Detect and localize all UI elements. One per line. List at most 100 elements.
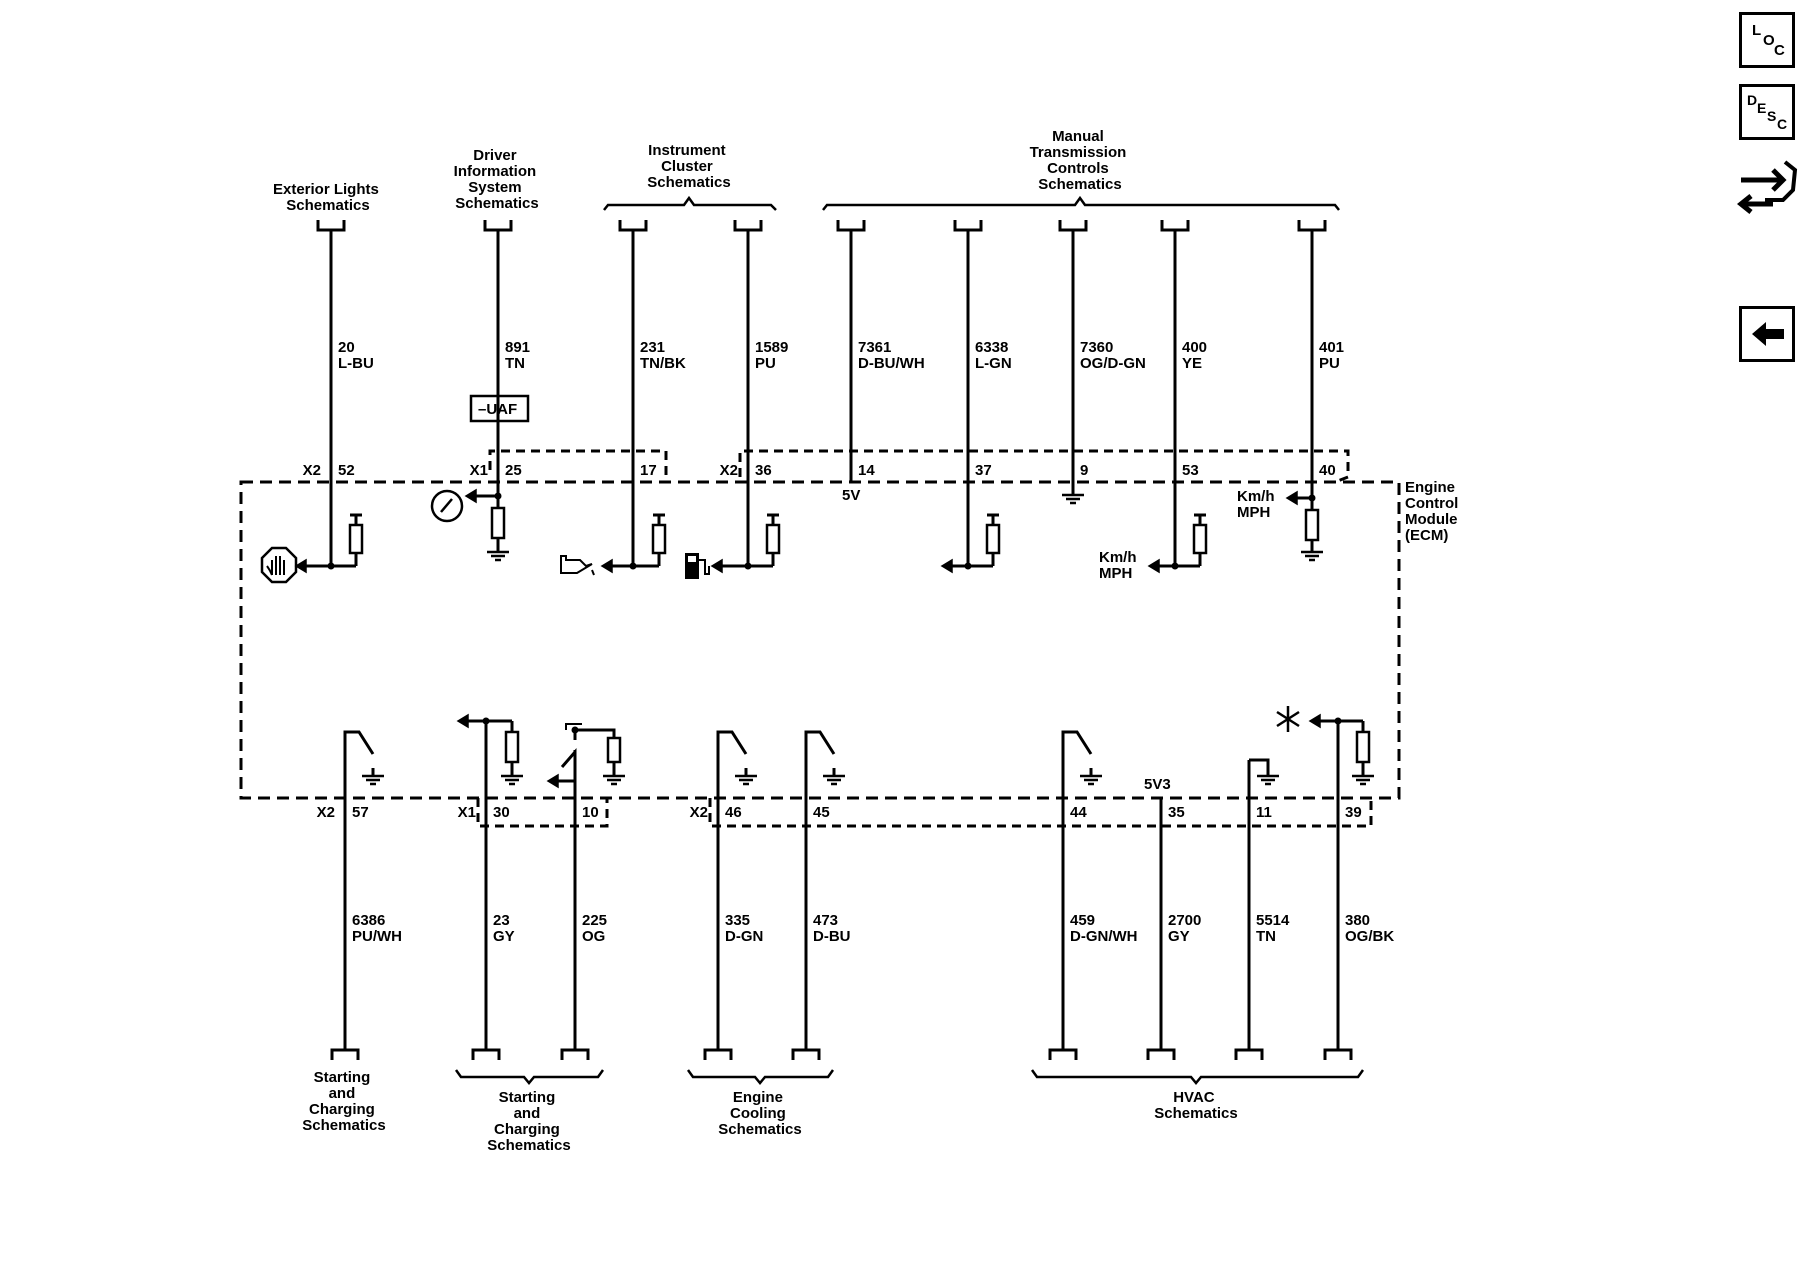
wire-circuit-number: 231 <box>640 339 665 356</box>
loc-button[interactable]: L O C <box>1739 12 1795 68</box>
wire-harness-connector <box>1234 1048 1264 1060</box>
splice-dot <box>744 562 752 570</box>
destination-bottom-label: Engine Cooling Schematics <box>718 1089 801 1138</box>
connector-pin-number: 14 <box>858 462 875 479</box>
destination-bottom-label: Starting and Charging Schematics <box>487 1089 570 1154</box>
wire-color-code: PU <box>755 355 776 372</box>
destination-top-label: Manual Transmission Controls Schematics <box>1030 128 1131 193</box>
wire-internal <box>575 728 616 738</box>
signal-arrow <box>600 558 613 574</box>
ground-symbol <box>1257 774 1279 786</box>
switch-contact <box>560 747 577 768</box>
wire-color-code: TN <box>1256 928 1276 945</box>
wire-color-code: GY <box>1168 928 1190 945</box>
destination-top-label: Driver Information System Schematics <box>454 147 541 212</box>
ground-symbol <box>487 550 509 562</box>
wire-harness-connector <box>1146 1048 1176 1060</box>
ground-symbol <box>1352 774 1374 786</box>
snowflake-icon <box>1276 706 1300 732</box>
gauge-icon <box>430 489 464 523</box>
destination-bottom-label: Starting and Charging Schematics <box>302 1069 385 1134</box>
desc-button[interactable]: D E S C <box>1739 84 1795 140</box>
wire-circuit-number: 6386 <box>352 912 385 929</box>
destination-top-label: Instrument Cluster Schematics <box>647 142 730 191</box>
fuel-pump-icon <box>685 553 710 579</box>
connector-x2-top-box <box>738 449 1350 484</box>
connector-label: X1 <box>470 462 488 479</box>
wire-circuit-number: 7360 <box>1080 339 1113 356</box>
wire-color-code: D-BU <box>813 928 851 945</box>
loc-letter-o: O <box>1763 32 1775 49</box>
switch-contact <box>804 730 836 755</box>
connector-x1-top-box <box>488 449 668 477</box>
connector-label: X2 <box>690 804 708 821</box>
wire-harness-connector <box>791 1048 821 1060</box>
back-button[interactable] <box>1739 306 1795 362</box>
connector-label: X2 <box>720 462 738 479</box>
connector-pin-number: 30 <box>493 804 510 821</box>
signal-arrow <box>1147 558 1160 574</box>
wire-harness-connector <box>703 1048 733 1060</box>
oil-pressure-icon <box>560 555 595 576</box>
connector-pin-number: 53 <box>1182 462 1199 479</box>
resistor-symbol <box>1192 523 1208 555</box>
switch-contact <box>716 730 748 755</box>
splice-dot <box>494 492 502 500</box>
wire-harness-connector <box>1297 220 1327 232</box>
connector-pin-number: 40 <box>1319 462 1336 479</box>
wire-harness-connector <box>733 220 763 232</box>
wire-circuit-number: 459 <box>1070 912 1095 929</box>
wire-circuit-number: 401 <box>1319 339 1344 356</box>
connector-label: X2 <box>303 462 321 479</box>
ecm-module-boundary <box>239 480 1401 800</box>
wire-color-code: TN <box>505 355 525 372</box>
resistor-symbol <box>985 523 1001 555</box>
splice-dot <box>571 726 579 734</box>
connector-pin-number: 57 <box>352 804 369 821</box>
destination-bottom-label: HVAC Schematics <box>1154 1089 1237 1122</box>
switch-top <box>565 723 582 730</box>
destination-bracket <box>822 195 1340 211</box>
wire-circuit-number: 225 <box>582 912 607 929</box>
signal-arrow <box>940 558 953 574</box>
wire-circuit-number: 20 <box>338 339 355 356</box>
resistor-symbol <box>765 523 781 555</box>
signal-arrow <box>710 558 723 574</box>
wire-circuit-number: 6338 <box>975 339 1008 356</box>
wire-circuit-number: 5514 <box>1256 912 1290 929</box>
wire-circuit-number: 7361 <box>858 339 891 356</box>
signal-arrow <box>1285 490 1298 506</box>
splice-dot <box>964 562 972 570</box>
wire-color-code: PU/WH <box>352 928 402 945</box>
destination-bracket <box>1030 1069 1365 1085</box>
ref-voltage-label: 5V3 <box>1144 776 1171 793</box>
desc-letter-s: S <box>1767 108 1776 124</box>
wire-color-code: L-GN <box>975 355 1012 372</box>
wire-harness-connector <box>953 220 983 232</box>
ground-symbol <box>362 774 384 786</box>
destination-bracket <box>603 195 777 211</box>
resistor-symbol <box>651 523 667 555</box>
connector-pin-number: 37 <box>975 462 992 479</box>
connector-pin-number: 39 <box>1345 804 1362 821</box>
destination-bracket <box>686 1069 835 1085</box>
wire-color-code: D-BU/WH <box>858 355 925 372</box>
wire-color-code: D-GN/WH <box>1070 928 1138 945</box>
wire-circuit-number: 2700 <box>1168 912 1201 929</box>
resistor-symbol <box>1304 508 1320 542</box>
ecm-label: Engine Control Module (ECM) <box>1405 479 1463 544</box>
wire-harness-connector <box>483 220 513 232</box>
wire-harness-connector <box>1323 1048 1353 1060</box>
wire-color-code: GY <box>493 928 515 945</box>
ground-symbol <box>1301 550 1323 562</box>
wire-harness-connector <box>1048 1048 1078 1060</box>
resistor-symbol <box>490 506 506 540</box>
wire-harness-connector <box>836 220 866 232</box>
connector-pin-number: 44 <box>1070 804 1087 821</box>
connector-pin-number: 9 <box>1080 462 1088 479</box>
ground-symbol <box>735 774 757 786</box>
signal-arrow <box>464 488 477 504</box>
connector-end-view-icon[interactable] <box>1735 152 1799 224</box>
wire-circuit-number: 400 <box>1182 339 1207 356</box>
